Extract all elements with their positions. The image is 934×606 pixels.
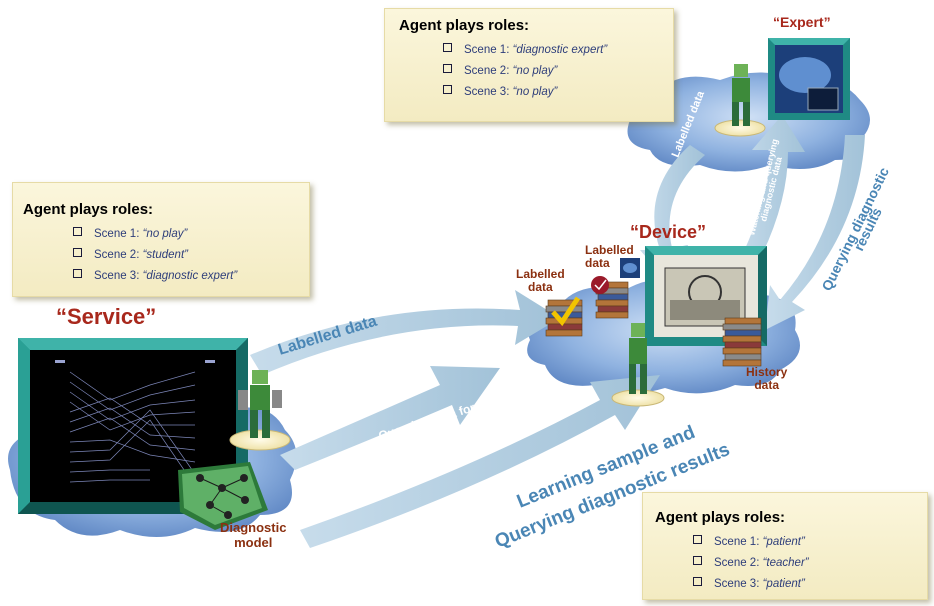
querying-data-arrow <box>280 366 500 470</box>
checkbox-icon <box>73 269 82 278</box>
labelled-data-arrow <box>250 290 560 375</box>
role-box-heading: Agent plays roles: <box>23 201 154 218</box>
checkbox-icon <box>443 43 452 52</box>
role-box-right: Agent plays roles: Scene 1: “patient” Sc… <box>642 492 928 600</box>
checkbox-icon <box>693 577 702 586</box>
checkbox-icon <box>73 227 82 236</box>
role-item: Scene 3: “no play” <box>443 82 673 103</box>
role-item: Scene 3: “patient” <box>693 574 927 595</box>
checkmark-icon <box>551 296 581 327</box>
diagnostic-model-icon <box>178 462 268 530</box>
flow-querying-line2: learning <box>407 431 456 458</box>
service-title: “Service” <box>56 304 157 329</box>
expert-screen <box>768 38 850 120</box>
agent-device <box>611 323 665 407</box>
role-box-left: Agent plays roles: Scene 1: “no play” Sc… <box>12 182 310 297</box>
agent-service <box>229 370 291 451</box>
role-item: Scene 3: “diagnostic expert” <box>73 266 309 287</box>
role-box-top: Agent plays roles: Scene 1: “diagnostic … <box>384 8 674 122</box>
agent-expert <box>714 64 766 137</box>
learning-sample-arrow <box>300 375 660 548</box>
expert-thumbnail-icon <box>620 258 640 278</box>
device-screen <box>645 246 767 346</box>
checkbox-icon <box>443 64 452 73</box>
querying-results-arrow <box>765 135 865 330</box>
expert-title: “Expert” <box>773 14 831 30</box>
checkbox-icon <box>693 556 702 565</box>
seal-icon <box>591 276 609 294</box>
checkbox-icon <box>693 535 702 544</box>
role-item: Scene 2: “no play” <box>443 61 673 82</box>
checkbox-icon <box>73 248 82 257</box>
role-item: Scene 1: “patient” <box>693 532 927 553</box>
role-item: Scene 1: “no play” <box>73 224 309 245</box>
role-box-heading: Agent plays roles: <box>655 509 786 526</box>
role-item: Scene 1: “diagnostic expert” <box>443 40 673 61</box>
role-item: Scene 2: “student” <box>73 245 309 266</box>
watching-arrow <box>735 115 805 278</box>
device-title: “Device” <box>630 222 707 242</box>
role-box-heading: Agent plays roles: <box>399 17 530 34</box>
role-item: Scene 2: “teacher” <box>693 553 927 574</box>
checkbox-icon <box>443 85 452 94</box>
